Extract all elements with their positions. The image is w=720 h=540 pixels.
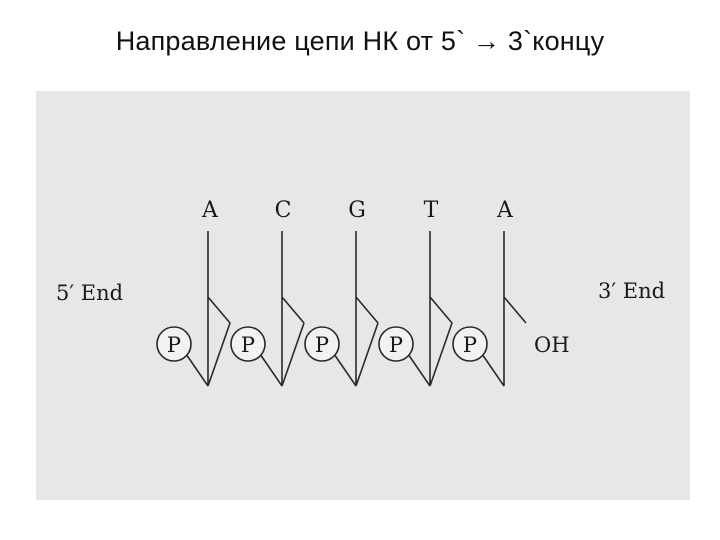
phosphate-groups — [156, 326, 488, 362]
base-label-3: G — [348, 198, 366, 223]
base-label-5: A — [496, 198, 514, 223]
sugar-unit-3 — [355, 231, 379, 387]
phosphate-label-1: P — [167, 333, 181, 357]
phosphate-1 — [156, 326, 192, 362]
phosphate-label-4: P — [389, 333, 403, 357]
base-label-1: A — [201, 198, 219, 223]
phosphodiester-links — [185, 353, 505, 387]
phosphate-2 — [230, 326, 266, 362]
sugar-unit-1 — [207, 231, 231, 387]
nucleic-acid-strand-diagram: 5′ End 3′ End A C G T A P P P P P — [36, 91, 690, 500]
five-prime-end-label: 5′ End — [56, 281, 123, 305]
phosphate-label-3: P — [315, 333, 329, 357]
phosphate-label-2: P — [241, 333, 255, 357]
sugar-units — [185, 231, 527, 387]
sugar-unit-4 — [429, 231, 453, 387]
slide-title: Направление цепи НК от 5` → 3`концу — [115, 26, 605, 56]
base-label-4: T — [424, 198, 439, 223]
phosphate-label-5: P — [463, 333, 477, 357]
phosphate-5 — [452, 326, 488, 362]
sugar-unit-2 — [281, 231, 305, 387]
strand-svg: 5′ End 3′ End A C G T A P P P P P — [56, 198, 665, 387]
phosphate-3 — [304, 326, 340, 362]
base-label-2: C — [275, 198, 292, 223]
phosphate-4 — [378, 326, 414, 362]
sugar-unit-5 — [503, 231, 527, 386]
three-prime-end-label: 3′ End — [598, 279, 665, 303]
hydroxyl-terminal-label: OH — [534, 333, 570, 357]
